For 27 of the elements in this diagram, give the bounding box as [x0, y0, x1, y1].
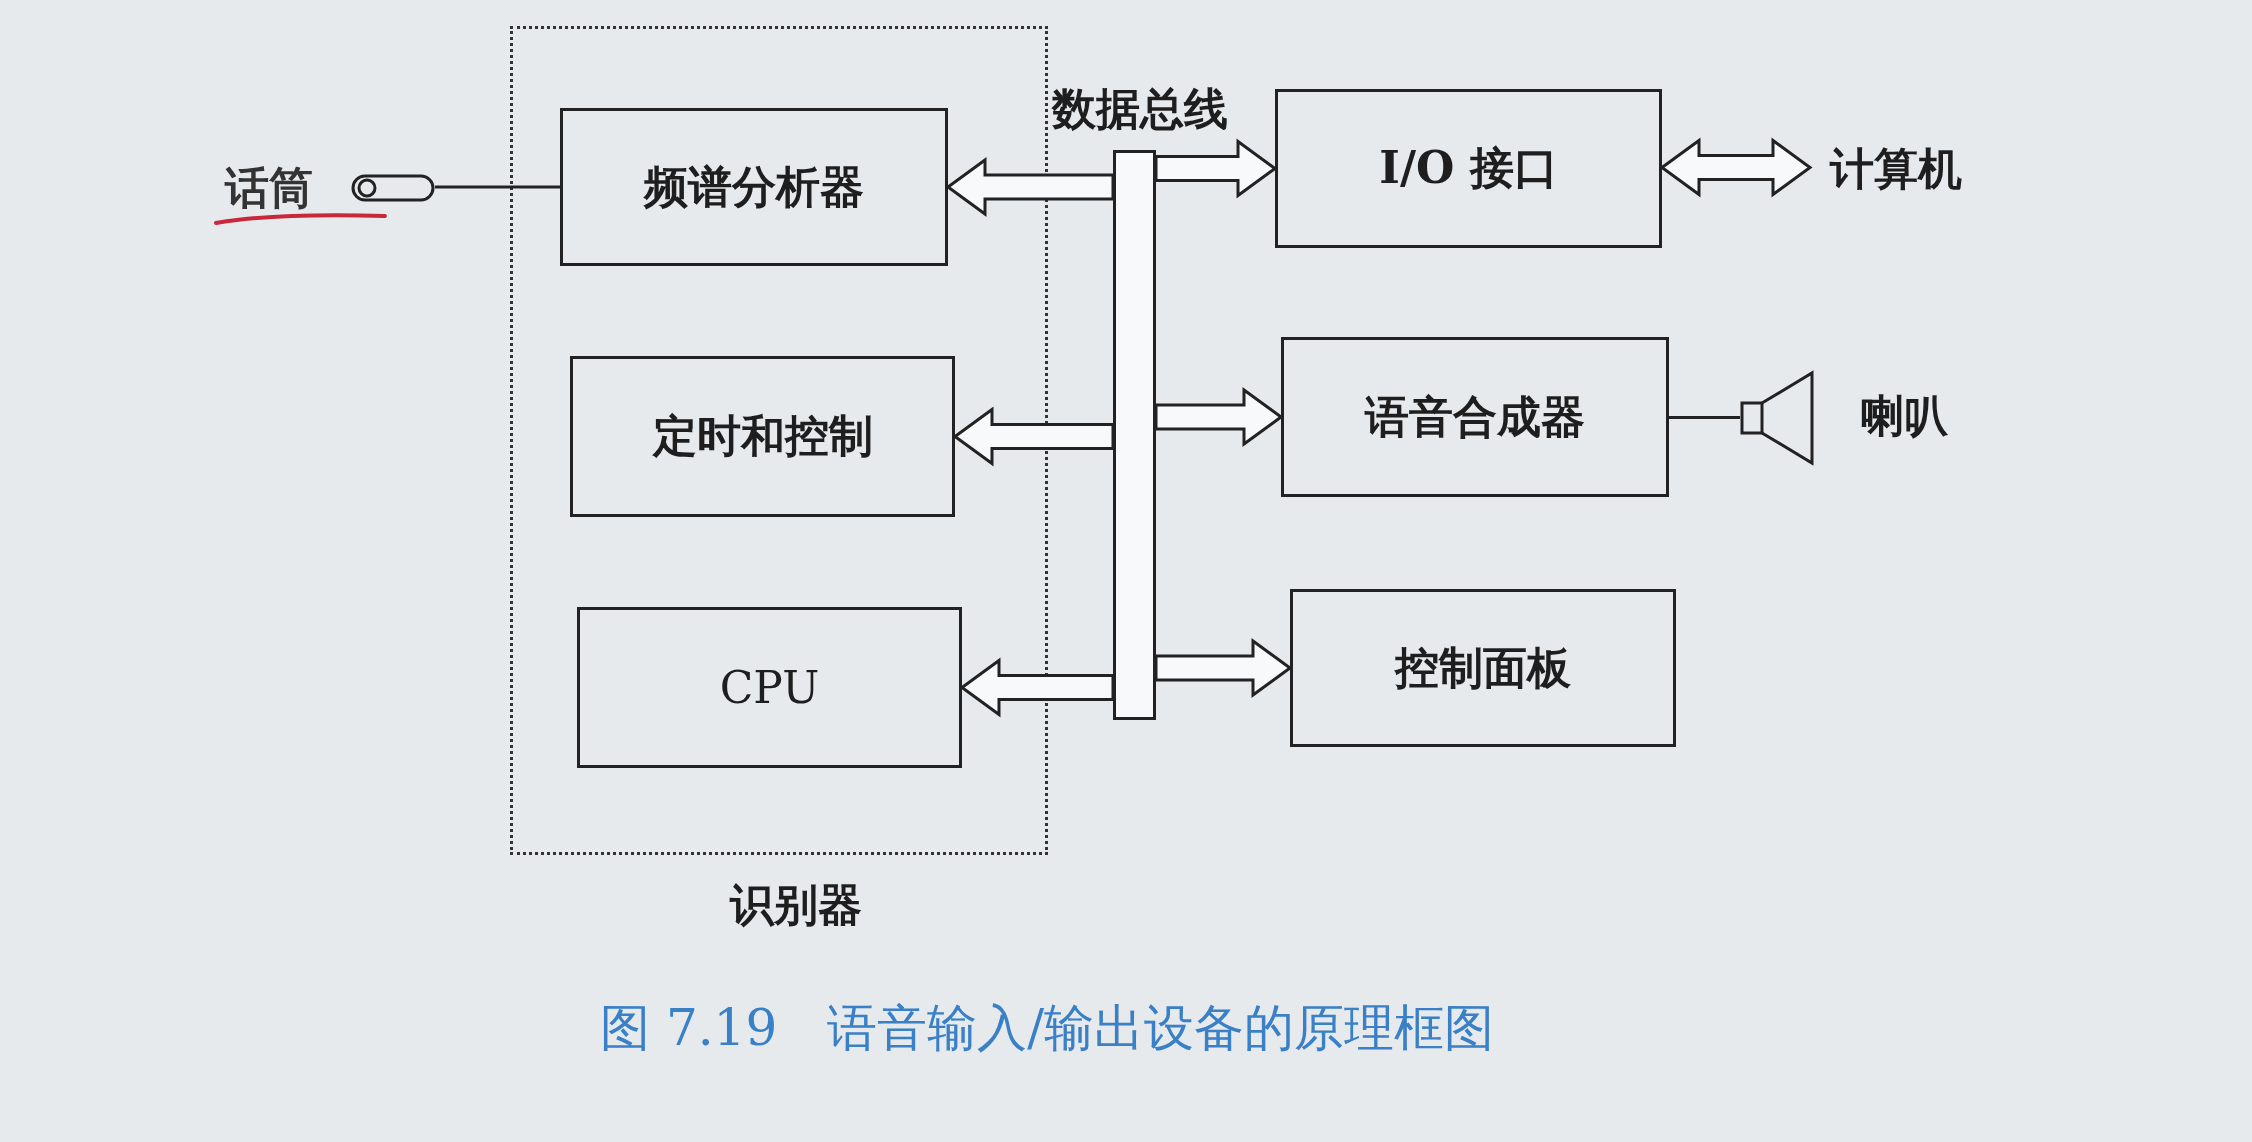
box-label: 频谱分析器 [644, 159, 864, 214]
microphone-label: 话筒 [225, 161, 313, 215]
process-box [1281, 337, 1669, 497]
connector-line [435, 185, 560, 189]
group-label: 识别器 [730, 878, 862, 932]
device-label: 计算机 [1830, 142, 1962, 196]
hollow-arrow [959, 657, 1115, 718]
bus-label: 数据总线 [1052, 82, 1228, 136]
box-label: CPU [719, 662, 820, 713]
process-box [570, 356, 955, 517]
process-box [577, 607, 962, 768]
hollow-arrow [945, 157, 1115, 217]
hollow-arrow [1154, 638, 1293, 698]
process-box [1275, 89, 1662, 248]
hollow-arrow [1659, 137, 1813, 198]
speaker-label: 喇叭 [1860, 389, 1948, 443]
box-label: 控制面板 [1395, 640, 1571, 695]
process-box [1290, 589, 1676, 747]
hollow-arrow [1154, 387, 1284, 447]
figure-caption: 图 7.19 语音输入/输出设备的原理框图 [600, 998, 1495, 1059]
box-label: 语音合成器 [1365, 389, 1585, 444]
process-box [560, 108, 948, 266]
hollow-arrow [1154, 138, 1278, 199]
hollow-arrow [952, 406, 1115, 467]
connector-line [1669, 416, 1740, 419]
box-label: 定时和控制 [652, 409, 873, 463]
box-label: I/O 接口 [1379, 141, 1558, 195]
